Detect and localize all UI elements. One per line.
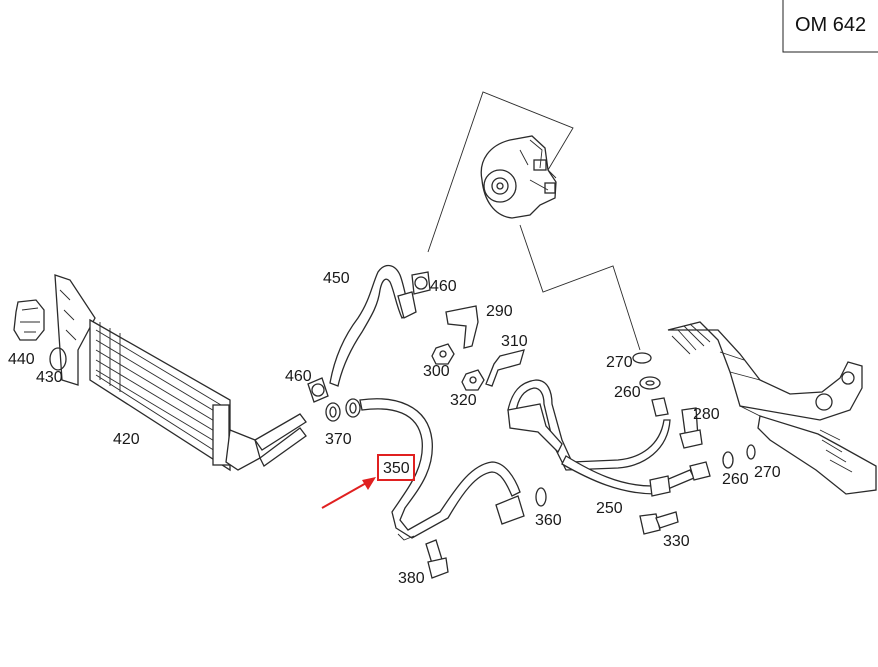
seal-ring-270-upper <box>632 352 652 364</box>
oil-cooler <box>54 274 307 472</box>
seal-ring-270-lower <box>746 444 756 460</box>
power-steering-pump <box>480 135 557 219</box>
label-300: 300 <box>423 363 450 380</box>
seal-ring-360 <box>535 487 547 507</box>
label-320: 320 <box>450 392 477 409</box>
seal-ring-260-upper <box>639 376 661 390</box>
engine-reference-text: OM 642 <box>795 14 866 36</box>
bracket-290 <box>445 305 479 349</box>
label-420: 420 <box>113 431 140 448</box>
clamp-460-lower <box>307 377 329 403</box>
pump-callout-lines <box>427 91 641 351</box>
label-290: 290 <box>486 303 513 320</box>
label-270-lower: 270 <box>754 464 781 481</box>
label-260-upper: 260 <box>614 384 641 401</box>
label-380: 380 <box>398 570 425 587</box>
nut-300 <box>431 343 455 365</box>
label-330: 330 <box>663 533 690 550</box>
label-450: 450 <box>323 270 350 287</box>
label-460-lower: 460 <box>285 368 312 385</box>
steering-gear <box>667 321 877 495</box>
bracket-310 <box>485 349 525 387</box>
label-260-lower: 260 <box>722 471 749 488</box>
line-250 <box>507 379 711 497</box>
hose-450 <box>329 264 417 387</box>
bolt-380 <box>425 539 449 579</box>
label-430: 430 <box>36 369 63 386</box>
label-310: 310 <box>501 333 528 350</box>
label-250: 250 <box>596 500 623 517</box>
seals-370 <box>325 398 361 422</box>
fitting-280 <box>651 397 703 449</box>
label-360: 360 <box>535 512 562 529</box>
label-460-upper: 460 <box>430 278 457 295</box>
hose-350 <box>359 398 525 541</box>
seal-ring-430 <box>49 347 67 371</box>
label-280: 280 <box>693 406 720 423</box>
clamp-460-upper <box>411 271 431 295</box>
label-440: 440 <box>8 351 35 368</box>
label-350: 350 <box>383 460 410 477</box>
clip-440 <box>13 299 45 341</box>
label-270-upper: 270 <box>606 354 633 371</box>
nut-320 <box>461 369 485 391</box>
highlight-box <box>377 454 415 481</box>
label-370: 370 <box>325 431 352 448</box>
highlight-arrow <box>321 477 376 509</box>
seal-ring-260-lower <box>722 451 734 469</box>
bolt-330 <box>639 511 679 535</box>
reference-box: OM 642 <box>782 0 878 53</box>
